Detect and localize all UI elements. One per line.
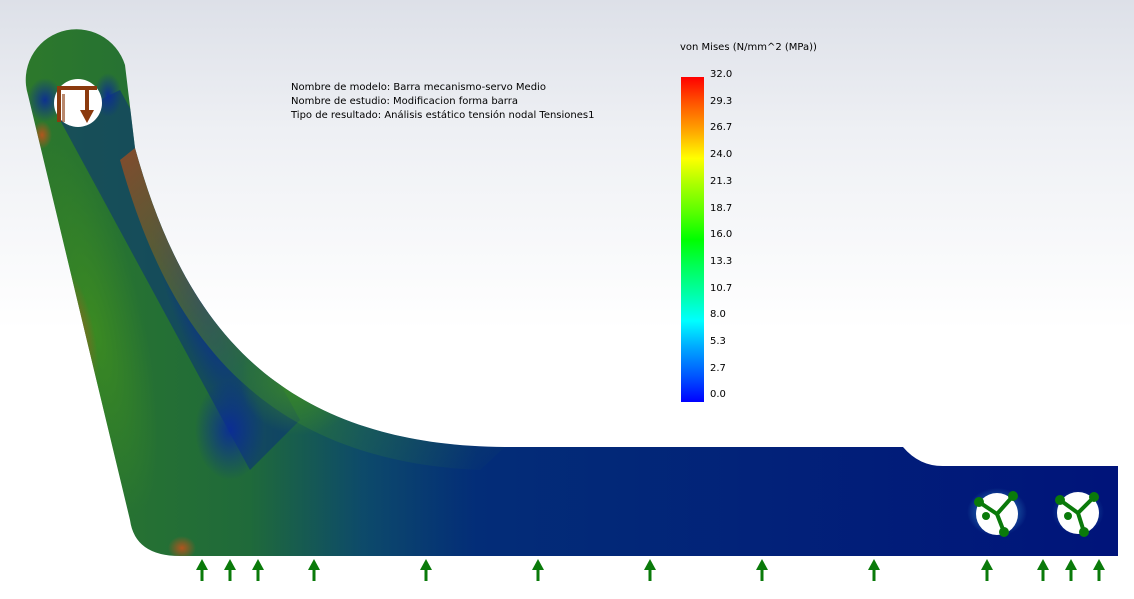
legend-tick-label: 29.3 (710, 95, 733, 107)
fixture-arrow-icon (1037, 559, 1049, 581)
legend-tick-label: 8.0 (710, 309, 726, 321)
fixture-arrow-icon (252, 559, 264, 581)
model-name-text: Nombre de modelo: Barra mecanismo-servo … (291, 82, 546, 93)
legend-tick-label: 26.7 (710, 122, 733, 134)
fixed-geometry-icon[interactable] (974, 491, 1099, 537)
legend-tick-label: 0.0 (710, 389, 726, 401)
stress-colorbar[interactable] (681, 77, 704, 402)
legend-tick-label: 2.7 (710, 362, 726, 374)
legend-tick-label: 13.3 (710, 255, 733, 267)
fixture-arrow-icon (981, 559, 993, 581)
fixture-arrow-icon (532, 559, 544, 581)
fixture-arrow-icon (196, 559, 208, 581)
legend-tick-label: 16.0 (710, 229, 733, 241)
load-arrow-icon[interactable] (57, 86, 97, 123)
fixture-arrow-icon (308, 559, 320, 581)
fixture-arrow-icon (1093, 559, 1105, 581)
legend-tick-label: 24.0 (710, 149, 733, 161)
fixture-arrow-icon (756, 559, 768, 581)
fixture-arrow-icon (224, 559, 236, 581)
study-name-text: Nombre de estudio: Modificacion forma ba… (291, 96, 518, 107)
fixture-arrow-icon (1065, 559, 1077, 581)
legend-tick-label: 5.3 (710, 336, 726, 347)
fixture-arrow-icon (868, 559, 880, 581)
fixture-arrow-icon (420, 559, 432, 581)
legend-title: von Mises (N/mm^2 (MPa)) (680, 42, 817, 53)
legend-tick-label: 32.0 (710, 69, 733, 80)
fixture-arrows[interactable] (196, 559, 1105, 581)
legend-tick-label: 21.3 (710, 175, 733, 187)
legend-tick-label: 18.7 (710, 202, 733, 214)
fixture-arrow-icon (644, 559, 656, 581)
result-type-text: Tipo de resultado: Análisis estático ten… (291, 110, 595, 121)
legend-tick-label: 10.7 (710, 282, 733, 294)
